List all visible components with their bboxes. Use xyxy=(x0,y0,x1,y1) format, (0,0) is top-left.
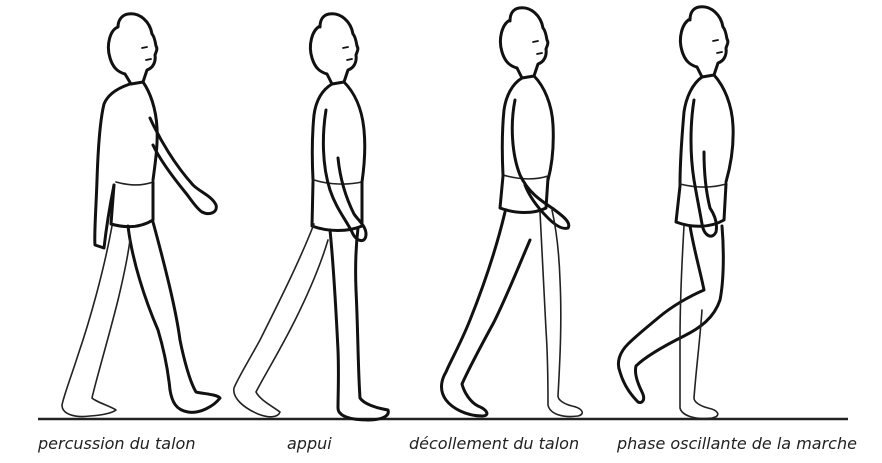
figure-stance xyxy=(234,14,389,420)
caption-heel-strike: percussion du talon xyxy=(38,434,195,453)
caption-heel-off: décollement du talon xyxy=(409,434,579,453)
caption-swing: phase oscillante de la marche xyxy=(617,434,857,453)
figure-heel-strike xyxy=(62,14,220,417)
figure-swing xyxy=(618,7,733,419)
caption-stance: appui xyxy=(287,434,332,453)
figure-heel-off xyxy=(442,8,583,417)
